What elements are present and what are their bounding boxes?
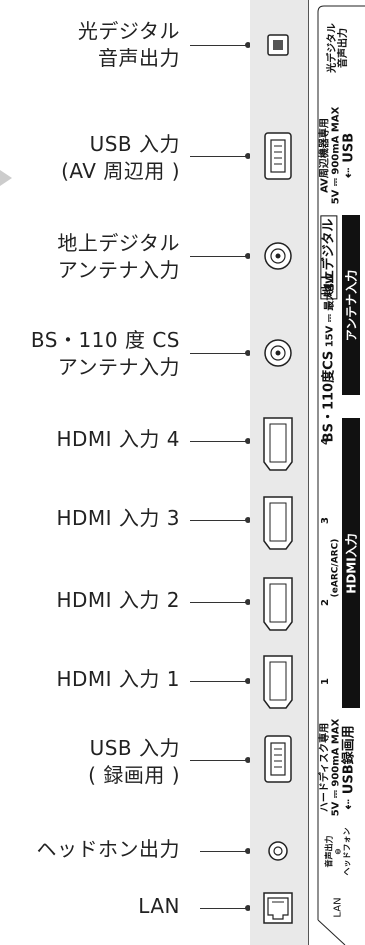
terrestrial-antenna-port-icon [264, 242, 292, 270]
bs-cs-antenna-port-icon [264, 339, 292, 367]
panel-label-headphone: 音声出力 ⊚ ヘッドフォン [324, 827, 352, 875]
optical-port-icon [267, 34, 289, 56]
leader-dot-usb-av [245, 153, 251, 159]
leader-dot-headphone [245, 848, 251, 854]
hdmi-3-port-icon [263, 496, 293, 550]
leader-dot-lan [245, 905, 251, 911]
leader-line-usb-recording [190, 760, 248, 761]
leader-line-hdmi-1 [190, 681, 248, 682]
callout-optical-output: 光デジタル 音声出力 [77, 19, 180, 70]
callout-hdmi-1: HDMI 入力 1 [56, 667, 180, 691]
callout-hdmi-2: HDMI 入力 2 [56, 588, 180, 612]
hdmi-2-port-icon [263, 577, 293, 631]
leader-line-bs [190, 353, 248, 354]
hdmi-2-number: 2 [319, 599, 331, 606]
panel-label-bs: BS・110度CS 15V ⎓ 最大4W [321, 272, 337, 443]
panel-edge [308, 0, 309, 945]
leader-line-headphone [200, 851, 248, 852]
usb-av-port-icon [264, 132, 292, 180]
callout-lan: LAN [138, 894, 180, 918]
panel-label-lan: LAN [332, 897, 344, 918]
headphone-symbol-icon: ⊚ [333, 847, 343, 855]
callout-usb-av: USB 入力 (AV 周辺用 ) [61, 132, 180, 183]
hdmi-3-number: 3 [319, 517, 331, 524]
panel-label-optical: 光デジタル 音声出力 [327, 22, 349, 73]
arrow-indicator [0, 170, 12, 186]
callout-hdmi-4: HDMI 入力 4 [56, 427, 180, 451]
hdmi-input-band: HDMI入力 [342, 418, 360, 708]
label-strip-border-bottom [317, 919, 346, 945]
leader-line-usb-av [190, 156, 248, 157]
headphone-jack-icon [268, 841, 288, 861]
leader-dot-terrestrial [245, 253, 251, 259]
leader-dot-usb-recording [245, 757, 251, 763]
leader-dot-optical [245, 42, 251, 48]
callout-terrestrial-antenna: 地上デジタル アンテナ入力 [57, 231, 180, 282]
panel-label-usb-recording: ハードディスク専用 5V ⎓ 900mA MAX ⇠ USB録画用 [319, 718, 357, 816]
usb-recording-port-icon [264, 735, 292, 783]
callout-headphone-output: ヘッドホン出力 [36, 837, 180, 861]
leader-dot-hdmi-2 [245, 599, 251, 605]
panel-label-usb-av: AV周辺機器専用 5V ⎓ 900mA MAX ⇠ USB [319, 106, 357, 204]
hdmi-1-number: 1 [319, 678, 331, 685]
antenna-input-band: アンテナ入力 [342, 215, 360, 395]
leader-line-hdmi-2 [190, 602, 248, 603]
callout-usb-recording: USB 入力 ( 録画用 ) [88, 736, 180, 787]
hdmi-4-port-icon [263, 417, 293, 471]
label-strip-border-top [317, 5, 365, 13]
hdmi-4-number: 4 [319, 438, 331, 445]
leader-line-hdmi-4 [190, 441, 248, 442]
leader-line-optical [190, 45, 248, 46]
hdmi-1-port-icon [263, 655, 293, 709]
leader-dot-hdmi-1 [245, 678, 251, 684]
lan-port-icon [263, 892, 293, 924]
leader-dot-hdmi-4 [245, 438, 251, 444]
leader-dot-bs [245, 350, 251, 356]
leader-line-terrestrial [190, 256, 248, 257]
leader-line-lan [200, 908, 248, 909]
callout-hdmi-3: HDMI 入力 3 [56, 506, 180, 530]
callout-bs-cs-antenna: BS・110 度 CS アンテナ入力 [30, 328, 180, 379]
leader-line-hdmi-3 [190, 520, 248, 521]
leader-dot-hdmi-3 [245, 517, 251, 523]
